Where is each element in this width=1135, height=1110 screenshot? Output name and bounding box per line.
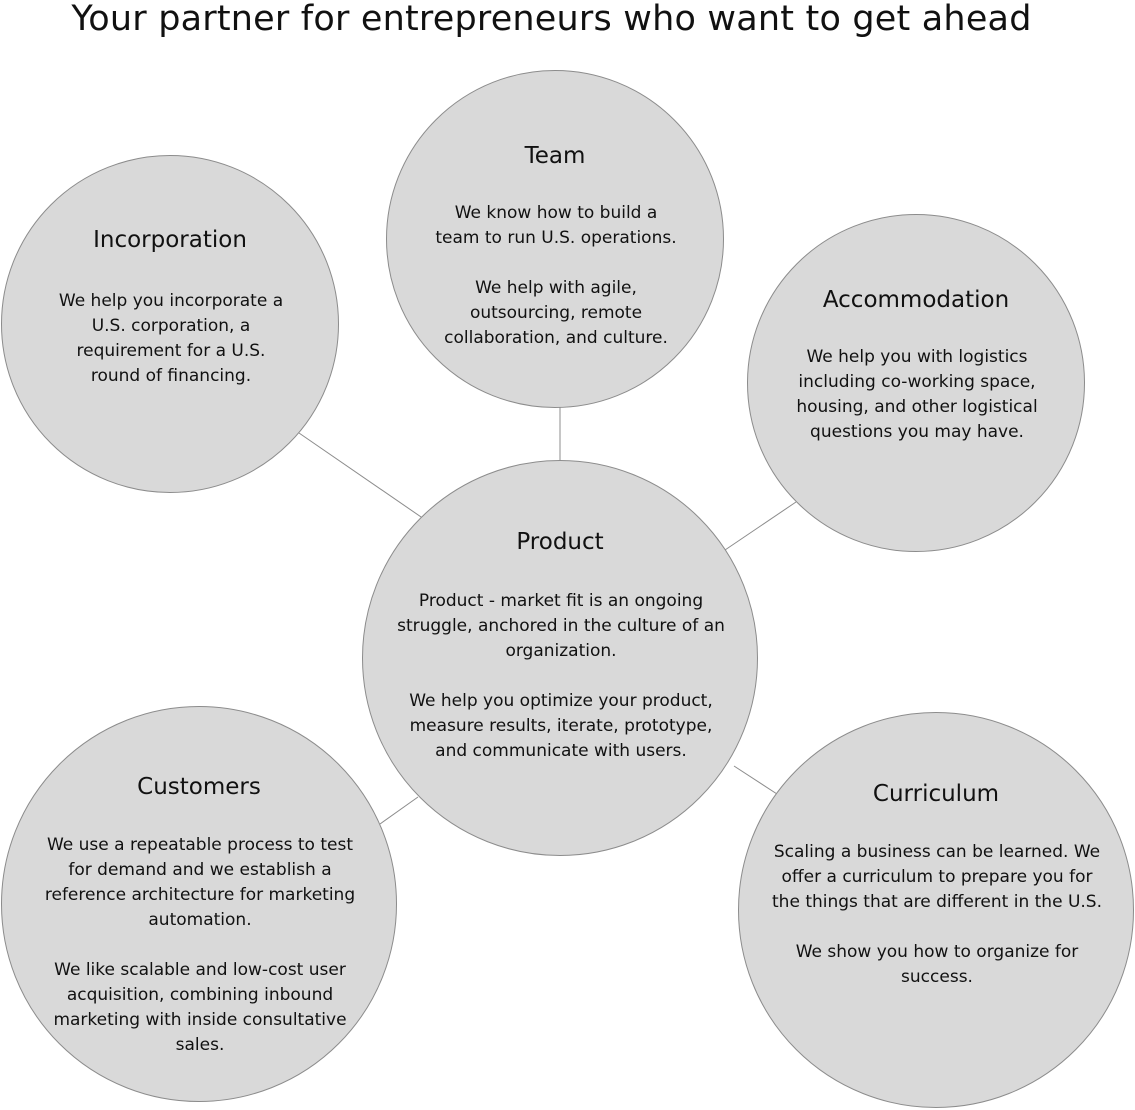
accommodation-text: We help you with logistics including co-… xyxy=(796,347,1038,442)
product-title: Product xyxy=(516,529,604,555)
page-title: Your partner for entrepreneurs who want … xyxy=(71,0,1032,39)
curriculum-title: Curriculum xyxy=(872,781,1000,807)
team-title: Team xyxy=(524,143,586,169)
connector-accommodation-product xyxy=(724,501,797,551)
customers-title: Customers xyxy=(137,774,261,800)
curriculum-text: Scaling a business can be learned. We of… xyxy=(772,842,1102,987)
accommodation-circle: Accommodation We help you with logistics… xyxy=(747,214,1085,552)
team-circle: Team We know how to build a team to run … xyxy=(386,70,724,408)
incorporation-title: Incorporation xyxy=(93,227,247,253)
customers-text: We use a repeatable process to test for … xyxy=(44,835,356,1055)
curriculum-circle: Curriculum Scaling a business can be lea… xyxy=(738,712,1134,1108)
product-text: Product - market fit is an ongoing strug… xyxy=(397,591,725,761)
accommodation-title: Accommodation xyxy=(822,287,1010,313)
customers-circle: Customers We use a repeatable process to… xyxy=(1,706,397,1102)
product-circle: Product Product - market fit is an ongoi… xyxy=(362,460,758,856)
connector-curriculum-product xyxy=(733,765,778,795)
team-text: We know how to build a team to run U.S. … xyxy=(435,203,677,348)
incorporation-text: We help you incorporate a U.S. corporati… xyxy=(58,291,284,386)
incorporation-circle: Incorporation We help you incorporate a … xyxy=(1,155,339,493)
connector-customers-product xyxy=(379,796,419,825)
